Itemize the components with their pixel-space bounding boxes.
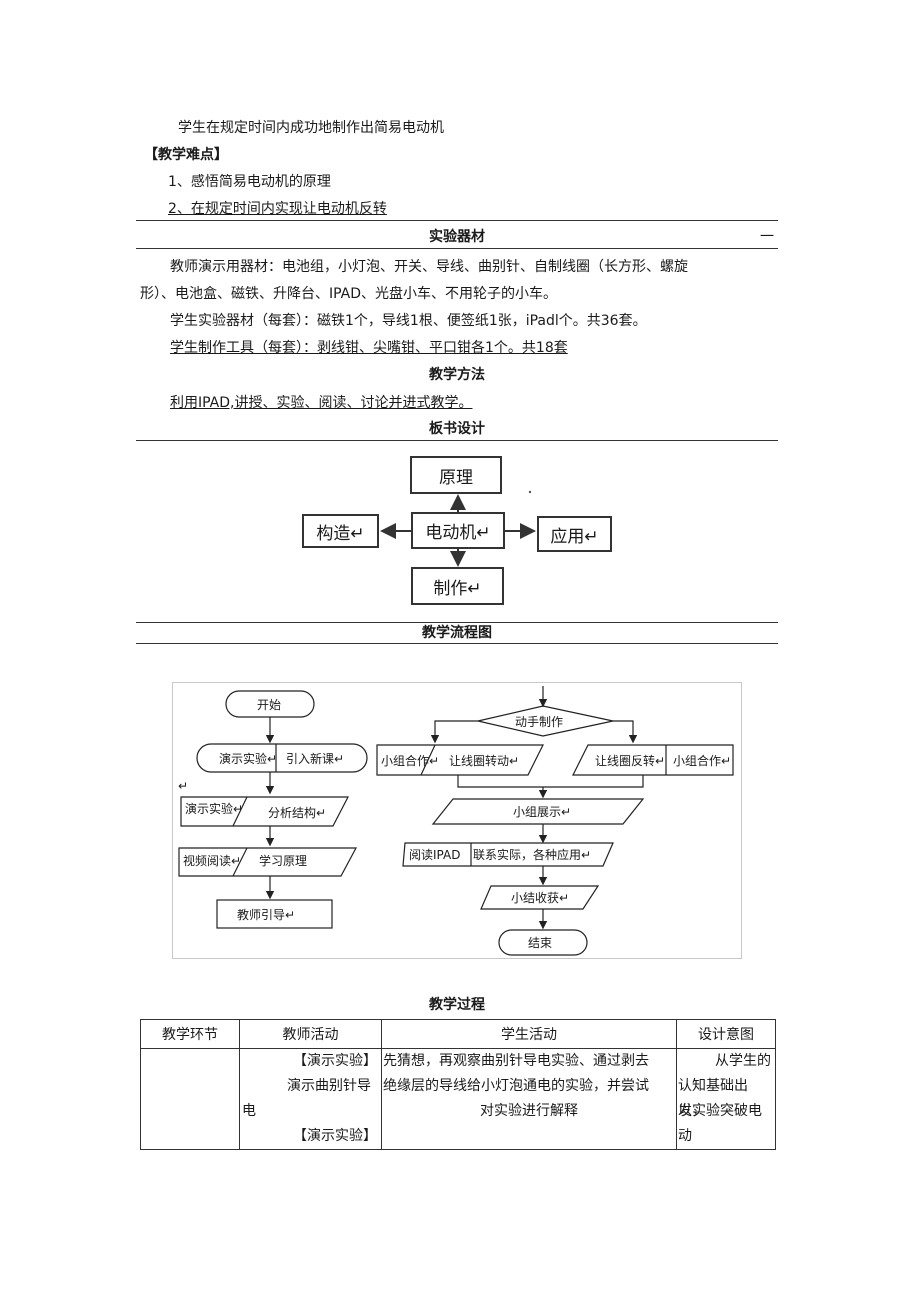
- board-label: 构造↵: [316, 523, 365, 544]
- flow-text: 小组展示↵: [513, 805, 571, 819]
- divider: [136, 622, 778, 623]
- table-header-row: 教学环节 教师活动 学生活动 设计意图: [140, 1019, 776, 1049]
- difficulty-item-1: 1、感悟简易电动机的原理: [168, 174, 331, 190]
- objective-line: 学生在规定时间内成功地制作出简易电动机: [178, 120, 444, 136]
- flow-video-box: [178, 847, 358, 877]
- flow-text: ↵: [178, 779, 188, 793]
- cell-line: 先猜想，再观察曲别针导电实验、通过剥去: [383, 1053, 649, 1069]
- flow-heading: 教学流程图: [422, 625, 492, 641]
- board-box-principle: 原理: [410, 456, 502, 494]
- flow-text: 视频阅读↵: [183, 853, 241, 868]
- stage-cell: [140, 1048, 240, 1150]
- student-activity-cell: 先猜想，再观察曲别针导电实验、通过剥去 绝缘层的导线给小灯泡通电的实验，并尝试 …: [381, 1048, 677, 1150]
- method-heading: 教学方法: [429, 367, 485, 383]
- difficulty-heading: 【教学难点】: [144, 147, 228, 163]
- flow-text: 教师引导↵: [237, 907, 295, 922]
- board-heading: 板书设计: [429, 421, 485, 437]
- flow-show-box: [431, 798, 645, 825]
- equipment-heading: 实验器材: [429, 229, 485, 245]
- teacher-activity-cell: 【演示实验】 演示曲别针导 电 【演示实验】: [239, 1048, 382, 1150]
- flow-read-box: [402, 842, 614, 867]
- flow-text: 动手制作: [515, 715, 563, 729]
- column-header: 设计意图: [676, 1019, 776, 1049]
- flow-text: 分析结构↵: [268, 805, 326, 820]
- flow-text: 联系实际，各种应用↵: [473, 847, 591, 862]
- flow-text: 让线圈转动↵: [449, 753, 519, 768]
- board-label: 应用↵: [550, 526, 599, 547]
- cell-line: 以实验突破电: [678, 1103, 762, 1119]
- board-box-application: 应用↵: [537, 516, 612, 552]
- board-box-motor: 电动机↵: [411, 512, 505, 549]
- flow-text: 小结收获↵: [511, 891, 569, 905]
- flow-text: 演示实验↵: [185, 801, 243, 816]
- teaching-flowchart: 开始 演示实验↵ 引入新课↵ 演示实验↵ 分析结构↵ 视频阅读↵ 学习原理 教师…: [172, 682, 742, 959]
- student-tools: 学生制作工具（每套）：剥线钳、尖嘴钳、平口钳各1个。共18套: [170, 340, 568, 356]
- board-box-making: 制作↵: [411, 567, 504, 605]
- board-label: 原理: [439, 467, 473, 488]
- flow-guide-box: [216, 899, 333, 929]
- divider: [136, 643, 778, 644]
- flow-text: 演示实验↵: [219, 751, 277, 766]
- process-heading: 教学过程: [429, 997, 485, 1013]
- process-table: 教学环节 教师活动 学生活动 设计意图 【演示实验】 演示曲别针导 电 【演示实…: [140, 1019, 776, 1150]
- flow-summary-box: [480, 885, 600, 910]
- divider: [136, 248, 778, 249]
- difficulty-item-2: 2、在规定时间内实现让电动机反转: [168, 201, 387, 217]
- flow-reverse-box: [572, 744, 734, 776]
- flow-text: 引入新课↵: [286, 751, 344, 766]
- cell-line: 电: [242, 1103, 256, 1119]
- flow-text: 小组合作↵: [673, 753, 731, 768]
- teacher-equipment-line2: 形）、电池盒、磁铁、升降台、IPAD、光盘小车、不用轮子的小车。: [140, 286, 558, 302]
- flowchart-svg: 开始 演示实验↵ 引入新课↵ 演示实验↵ 分析结构↵ 视频阅读↵ 学习原理 教师…: [178, 686, 734, 956]
- flow-text: 小组合作↵: [381, 753, 439, 768]
- column-header: 教学环节: [140, 1019, 240, 1049]
- divider: [136, 220, 778, 221]
- cell-line: 演示曲别针导: [287, 1078, 371, 1094]
- cell-line: 从学生的: [715, 1053, 771, 1069]
- flow-demo1-box: [196, 743, 368, 773]
- equipment-dash: 一: [760, 229, 774, 245]
- column-header: 教师活动: [239, 1019, 382, 1049]
- board-label: 制作↵: [433, 578, 482, 599]
- table-row: 【演示实验】 演示曲别针导 电 【演示实验】 先猜想，再观察曲别针导电实验、通过…: [140, 1048, 776, 1150]
- flow-end: [498, 929, 588, 956]
- flow-text: 开始: [257, 698, 281, 712]
- design-intent-cell: 从学生的 认知基础出发， 以实验突破电 动: [676, 1048, 776, 1150]
- flow-demo2-box: [180, 796, 349, 827]
- cell-line: 认知基础出发，: [678, 1078, 748, 1119]
- board-label: 电动机↵: [425, 523, 491, 543]
- cell-line: 【演示实验】: [293, 1128, 377, 1144]
- flow-text: 学习原理: [259, 853, 307, 868]
- flow-group1-box: [376, 744, 544, 776]
- teacher-equipment-line1: 教师演示用器材：电池组，小灯泡、开关、导线、曲别针、自制线圈（长方形、螺旋: [170, 259, 688, 275]
- flow-text: 阅读IPAD: [409, 848, 460, 862]
- cell-line: 【演示实验】: [293, 1053, 377, 1069]
- cell-line: 绝缘层的导线给小灯泡通电的实验，并尝试: [383, 1078, 649, 1094]
- flow-text: 结束: [528, 936, 552, 950]
- cell-line: 动: [678, 1128, 692, 1144]
- student-equipment: 学生实验器材（每套）：磁铁1个，导线1根、便签纸1张，iPadl个。共36套。: [170, 313, 647, 329]
- column-header: 学生活动: [381, 1019, 677, 1049]
- divider: [136, 440, 778, 441]
- flow-text: 让线圈反转↵: [595, 753, 665, 768]
- method-text: 利用IPAD,讲授、实验、阅读、讨论并进式教学。: [170, 395, 473, 411]
- cell-line: 对实验进行解释: [480, 1103, 578, 1119]
- board-arrows: [380, 490, 536, 567]
- board-box-structure: 构造↵: [302, 514, 379, 548]
